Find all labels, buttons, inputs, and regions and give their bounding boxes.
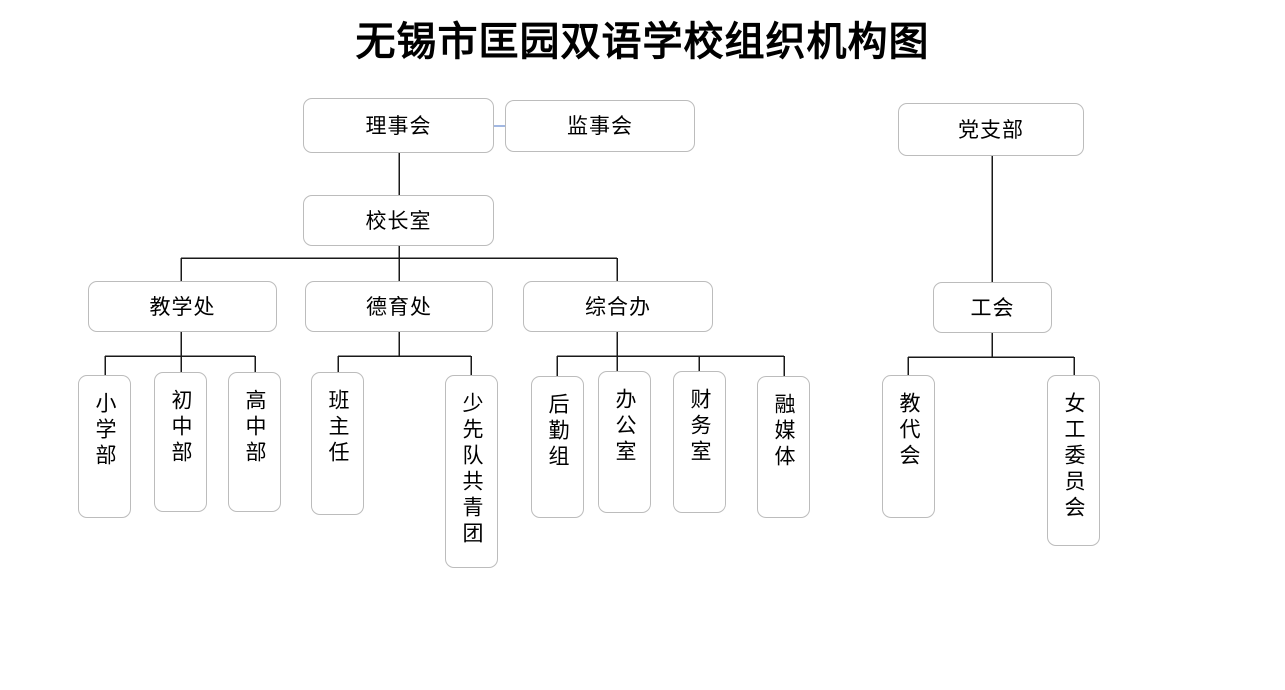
node-label: 高中部 [243,389,267,467]
node-jiaodaihui[interactable]: 教代会 [882,375,935,518]
node-label: 财务室 [688,388,712,466]
page-title: 无锡市匡园双语学校组织机构图 [355,19,930,65]
node-label: 监事会 [567,114,633,138]
node-label: 德育处 [366,294,432,319]
node-label: 校长室 [365,208,432,233]
node-xiaoxuebu[interactable]: 小学部 [78,375,131,518]
node-caiwushi[interactable]: 财务室 [673,371,726,513]
node-label: 初中部 [169,389,193,467]
node-gonghui[interactable]: 工会 [933,282,1052,333]
node-rongmeiti[interactable]: 融媒体 [757,376,810,518]
node-label: 教学处 [149,294,216,319]
node-label: 办公室 [613,388,637,466]
node-label: 女工委员会 [1062,392,1086,522]
node-houqinzu[interactable]: 后勤组 [531,376,584,518]
node-jiaoxuechu[interactable]: 教学处 [88,281,277,332]
node-label: 理事会 [365,113,432,138]
node-zonghaban[interactable]: 综合办 [523,281,713,332]
node-shaoxianduigongqingtuan[interactable]: 少先队共青团 [445,375,498,568]
node-deyuchu[interactable]: 德育处 [305,281,493,332]
node-label: 小学部 [93,392,117,470]
node-nugongweiyuanhui[interactable]: 女工委员会 [1047,375,1100,546]
node-label: 教代会 [897,392,921,470]
node-label: 工会 [970,295,1015,320]
node-gaozhongbu[interactable]: 高中部 [228,372,281,512]
node-banzhuren[interactable]: 班主任 [311,372,364,515]
node-jianshihui[interactable]: 监事会 [505,100,695,152]
node-bangongshi[interactable]: 办公室 [598,371,651,513]
node-label: 后勤组 [546,393,570,471]
node-dangzhibu[interactable]: 党支部 [898,103,1084,156]
node-xiaozhangshi[interactable]: 校长室 [303,195,494,246]
node-chuzhongbu[interactable]: 初中部 [154,372,207,512]
node-label: 党支部 [958,117,1024,142]
node-label: 融媒体 [772,393,796,471]
node-label: 少先队共青团 [460,392,484,548]
node-label: 班主任 [326,389,350,467]
node-label: 综合办 [585,294,651,319]
node-lishihui[interactable]: 理事会 [303,98,494,153]
